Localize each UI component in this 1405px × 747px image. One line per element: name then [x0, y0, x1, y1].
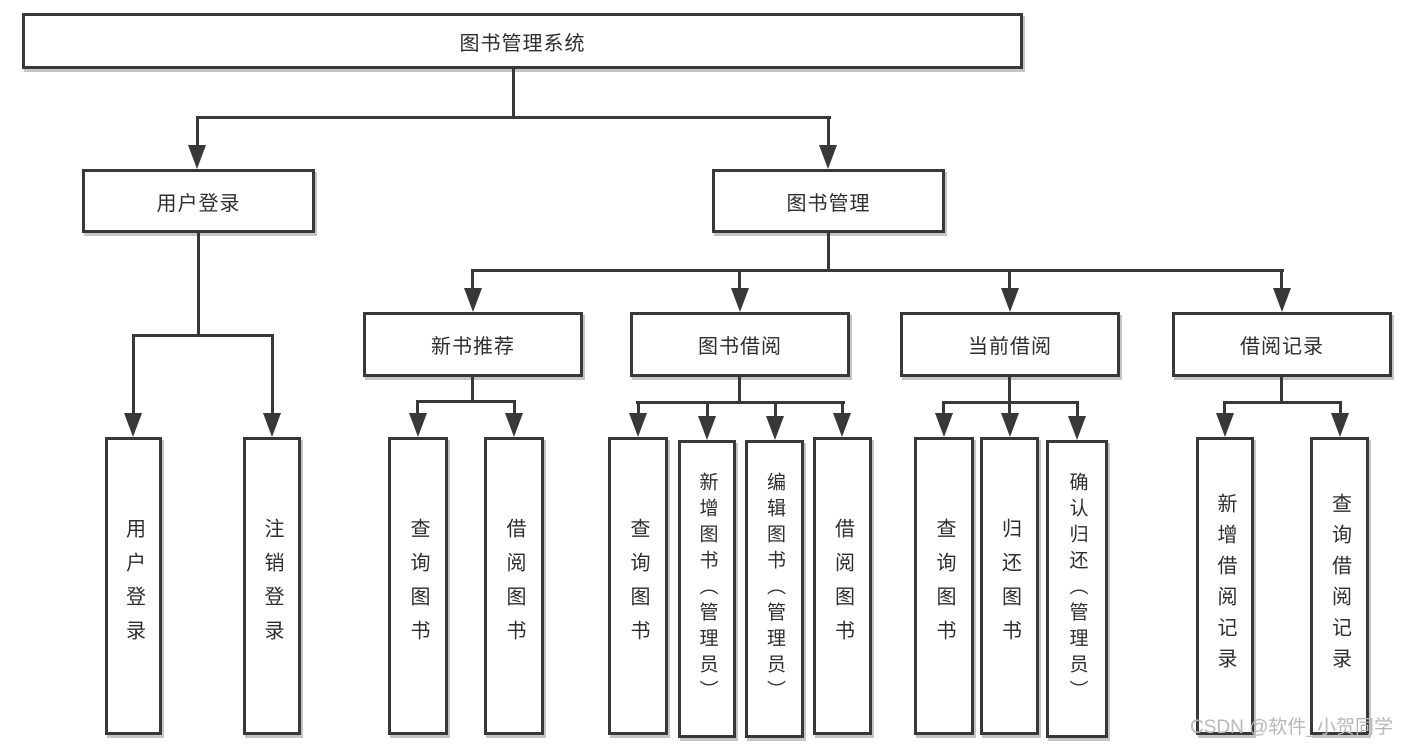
- connector-line: [512, 69, 515, 118]
- leaf-label: 借阅图书: [503, 518, 525, 654]
- node-label: 新书推荐: [431, 336, 515, 358]
- node-book-borrowing: 图书借阅: [630, 312, 850, 377]
- connector-arrow: [629, 413, 647, 437]
- node-library-management-system: 图书管理系统: [22, 13, 1023, 69]
- connector-arrow: [1068, 416, 1086, 440]
- connector-line: [1008, 269, 1011, 292]
- node-label: 图书管理: [786, 192, 871, 215]
- connector-line: [827, 116, 830, 149]
- connector-line: [416, 400, 516, 403]
- connector-arrow: [1001, 288, 1019, 312]
- connector-arrow: [464, 288, 482, 312]
- leaf-return-book: 归还图书: [980, 437, 1039, 735]
- connector-line: [942, 401, 945, 415]
- connector-line: [738, 377, 741, 404]
- node-label: 用户登录: [156, 192, 241, 215]
- leaf-label: 归还图书: [998, 518, 1021, 654]
- connector-line: [416, 400, 419, 415]
- leaf-borrow-books-borrowing: 借阅图书: [813, 437, 872, 735]
- leaf-label: 新增图书（管理员）: [696, 472, 718, 706]
- node-label: 借阅记录: [1240, 336, 1324, 358]
- connector-line: [132, 334, 135, 416]
- connector-line: [471, 377, 474, 403]
- leaf-user-login: 用户登录: [105, 437, 162, 735]
- connector-arrow: [1331, 413, 1349, 437]
- node-book-management: 图书管理: [712, 169, 945, 233]
- connector-arrow: [263, 413, 281, 437]
- connector-arrow: [188, 145, 206, 169]
- leaf-label: 注销登录: [261, 518, 283, 654]
- connector-arrow: [935, 413, 953, 437]
- node-borrowing-records: 借阅记录: [1172, 312, 1392, 377]
- leaf-query-books-current: 查询图书: [914, 437, 974, 735]
- connector-line: [1008, 377, 1011, 404]
- connector-line: [196, 116, 199, 149]
- connector-line: [1076, 401, 1079, 417]
- connector-line: [132, 334, 274, 337]
- leaf-label: 编辑图书（管理员）: [764, 472, 785, 706]
- connector-line: [197, 233, 200, 337]
- connector-line: [1008, 401, 1011, 415]
- node-new-book-recommendation: 新书推荐: [363, 312, 583, 377]
- connector-arrow: [1216, 413, 1234, 437]
- connector-line: [1280, 377, 1283, 404]
- connector-arrow: [819, 145, 837, 169]
- leaf-label: 查询图书: [933, 518, 955, 654]
- connector-line: [637, 401, 640, 415]
- connector-line: [636, 401, 845, 404]
- connector-arrow: [731, 288, 749, 312]
- leaf-add-book-admin: 新增图书（管理员）: [678, 440, 736, 738]
- leaf-label: 查询图书: [407, 518, 429, 654]
- connector-arrow: [833, 413, 851, 437]
- connector-line: [706, 401, 709, 417]
- watermark-csdn: CSDN @软件_小贺同学: [1190, 717, 1393, 738]
- leaf-query-books-borrowing: 查询图书: [608, 437, 668, 735]
- leaf-label: 查询借阅记录: [1328, 493, 1351, 679]
- leaf-add-borrow-record: 新增借阅记录: [1196, 437, 1254, 735]
- connector-line: [271, 334, 274, 416]
- leaf-query-borrow-record: 查询借阅记录: [1310, 437, 1369, 735]
- node-user-login: 用户登录: [82, 169, 315, 233]
- leaf-logout: 注销登录: [243, 437, 301, 735]
- connector-line: [471, 269, 474, 292]
- connector-line: [738, 269, 741, 292]
- connector-line: [774, 401, 777, 417]
- node-label: 当前借阅: [968, 336, 1052, 358]
- connector-line: [513, 400, 516, 415]
- leaf-query-books-recommend: 查询图书: [388, 437, 448, 735]
- connector-line: [196, 116, 831, 119]
- node-current-borrowing: 当前借阅: [900, 312, 1120, 377]
- connector-arrow: [1001, 413, 1019, 437]
- leaf-borrow-books-recommend: 借阅图书: [484, 437, 544, 735]
- connector-line: [1223, 401, 1226, 415]
- connector-arrow: [505, 413, 523, 437]
- leaf-label: 确认归还（管理员）: [1066, 472, 1088, 706]
- connector-line: [471, 269, 1284, 272]
- connector-arrow: [766, 416, 784, 440]
- connector-arrow: [409, 413, 427, 437]
- node-label: 图书管理系统: [459, 32, 586, 55]
- connector-line: [1280, 269, 1283, 292]
- leaf-label: 查询图书: [627, 518, 649, 654]
- leaf-label: 新增借阅记录: [1214, 493, 1236, 679]
- leaf-confirm-return-admin: 确认归还（管理员）: [1046, 440, 1108, 738]
- connector-arrow: [1273, 288, 1291, 312]
- connector-line: [1339, 401, 1342, 415]
- leaf-label: 借阅图书: [831, 518, 854, 654]
- connector-line: [841, 401, 844, 415]
- connector-line: [827, 233, 830, 272]
- leaf-label: 用户登录: [122, 518, 145, 654]
- connector-arrow: [698, 416, 716, 440]
- node-label: 图书借阅: [698, 336, 782, 358]
- connector-arrow: [124, 413, 142, 437]
- connector-line: [1223, 401, 1342, 404]
- leaf-edit-book-admin: 编辑图书（管理员）: [745, 440, 804, 738]
